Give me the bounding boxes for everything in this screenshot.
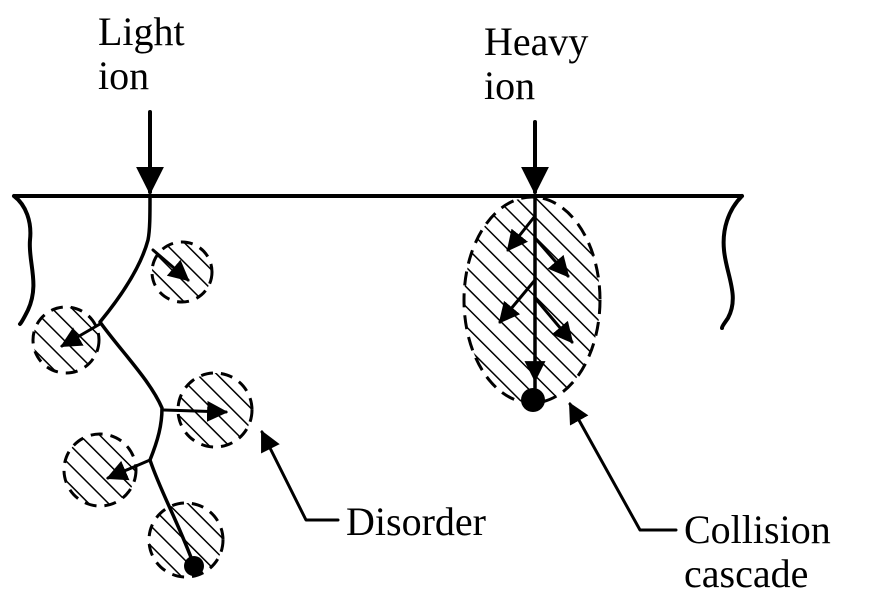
light-ion-disorder-regions [33,242,252,577]
collision-cascade-leader [570,404,676,530]
heavy-ion-cascade [464,196,600,412]
substrate-surface [14,196,742,328]
disorder-label: Disorder [346,500,486,544]
disorder-cluster [152,242,212,302]
heavy-ion-stopping-point [521,388,545,412]
disorder-leader [262,432,338,520]
light-ion-label-line2: ion [98,54,185,98]
collision-cascade-label: Collision cascade [684,508,831,596]
collision-cascade-label-line1: Collision [684,508,831,552]
light-ion-stopping-point [184,556,204,576]
heavy-ion-label: Heavy ion [484,20,588,108]
light-ion-label-line1: Light [98,10,185,54]
disorder-cluster [33,307,99,373]
light-ion-label: Light ion [98,10,185,98]
heavy-ion-label-line1: Heavy [484,20,588,64]
collision-cascade-label-line2: cascade [684,552,831,596]
heavy-ion-label-line2: ion [484,64,588,108]
